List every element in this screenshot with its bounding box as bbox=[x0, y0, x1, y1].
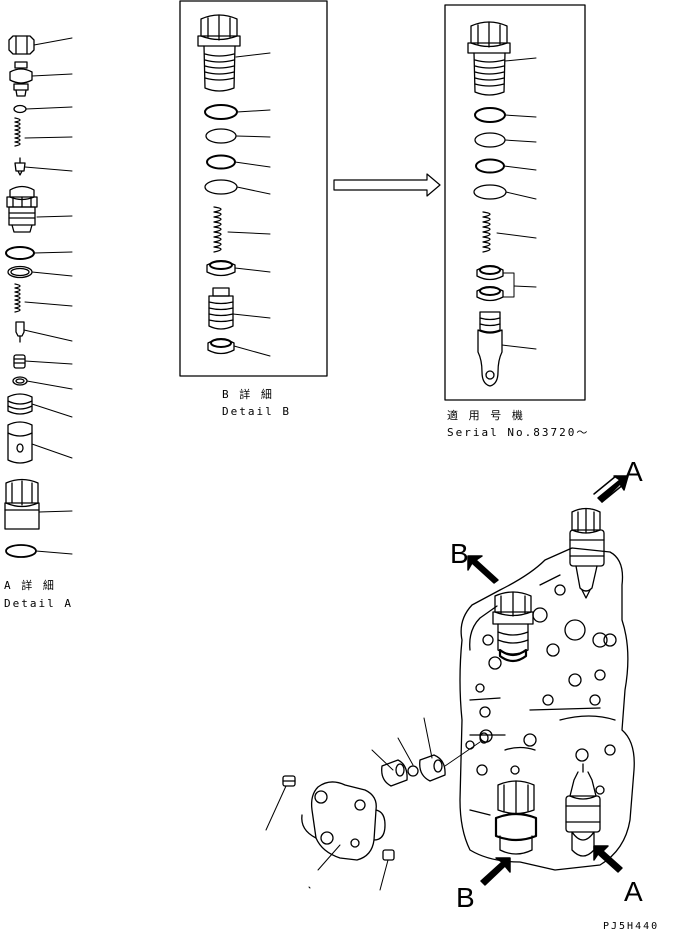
ball-part bbox=[407, 765, 419, 777]
seal-ring-part bbox=[476, 265, 504, 281]
o-ring-part bbox=[5, 246, 35, 260]
detail-a-caption-jp: A 詳 細 bbox=[4, 579, 56, 592]
backup-ring-part bbox=[7, 265, 33, 279]
collar-part bbox=[7, 393, 33, 415]
valve-block-assembly bbox=[265, 475, 635, 891]
plug-part bbox=[467, 21, 511, 96]
backup-ring-part bbox=[473, 184, 507, 200]
serial-caption-en: Serial No.83720～ bbox=[447, 426, 590, 439]
backup-ring-part bbox=[204, 179, 238, 195]
orifice-part bbox=[381, 759, 408, 787]
view-arrow-a-bottom bbox=[593, 845, 623, 873]
small-plug-part bbox=[282, 775, 296, 787]
o-ring-part bbox=[474, 107, 506, 123]
change-arrow bbox=[333, 173, 441, 197]
backup-ring-part bbox=[474, 132, 506, 148]
seal-ring-part bbox=[206, 260, 236, 277]
poppet-part bbox=[14, 157, 26, 176]
view-marker-b-top: B bbox=[450, 538, 469, 569]
plug-part bbox=[197, 14, 241, 92]
valve-body-part bbox=[6, 185, 38, 233]
detail-b-leaders bbox=[227, 52, 271, 357]
small-ring-part bbox=[13, 104, 27, 114]
washer-part bbox=[419, 754, 446, 782]
pilot-poppet-part bbox=[15, 321, 25, 343]
small-ring-part bbox=[12, 376, 28, 386]
plug-bottom-left bbox=[494, 780, 538, 855]
plug-top-left bbox=[492, 591, 534, 663]
seal-ring-part bbox=[207, 338, 235, 355]
serial-caption-jp: 適 用 号 機 bbox=[447, 409, 525, 422]
seat-part bbox=[13, 354, 26, 369]
seal-ring-part bbox=[476, 286, 504, 302]
spool-part bbox=[477, 311, 503, 387]
sleeve-part bbox=[7, 421, 33, 464]
o-ring-part bbox=[5, 544, 37, 558]
spring-part bbox=[213, 206, 222, 253]
serial-panel-leaders bbox=[496, 57, 537, 350]
large-plug-part bbox=[4, 478, 40, 530]
serial-panel-frame bbox=[444, 4, 586, 401]
o-ring-part bbox=[204, 104, 238, 120]
detail-b-frame bbox=[179, 0, 328, 377]
view-marker-b-bottom: B bbox=[456, 882, 475, 913]
hex-nut-part bbox=[8, 35, 35, 55]
view-arrow-b-bottom bbox=[480, 857, 511, 886]
relief-valve-top-right bbox=[569, 507, 605, 599]
assembly-leaders bbox=[265, 717, 433, 891]
small-plug-part bbox=[382, 849, 395, 861]
relief-valve-bottom-right bbox=[565, 763, 601, 857]
valve-block-outline bbox=[459, 547, 635, 871]
spring-part bbox=[14, 117, 21, 147]
detail-b-caption-en: Detail B bbox=[222, 405, 291, 418]
view-marker-a-bottom: A bbox=[624, 876, 643, 907]
adjust-screw-part bbox=[9, 61, 33, 97]
backup-ring-part bbox=[205, 128, 237, 144]
o-ring-part bbox=[475, 158, 505, 174]
spring-part bbox=[482, 211, 491, 253]
detail-a-parts bbox=[4, 35, 73, 558]
view-arrow-b-top bbox=[467, 555, 499, 584]
centerline bbox=[444, 741, 481, 767]
detail-a-caption-en: Detail A bbox=[4, 597, 73, 610]
flange-group bbox=[301, 781, 386, 861]
serial-panel-parts bbox=[467, 21, 537, 387]
detail-b-parts bbox=[197, 14, 271, 357]
spool-part bbox=[208, 287, 234, 330]
spring-part bbox=[14, 283, 21, 313]
drawing-code: PJ5H440 bbox=[603, 921, 660, 932]
detail-b-caption-jp: B 詳 細 bbox=[222, 388, 274, 401]
view-arrow-a-top bbox=[593, 475, 629, 503]
view-marker-a-top: A bbox=[624, 456, 643, 487]
detail-a-leaders bbox=[23, 37, 73, 555]
o-ring-part bbox=[206, 154, 236, 170]
